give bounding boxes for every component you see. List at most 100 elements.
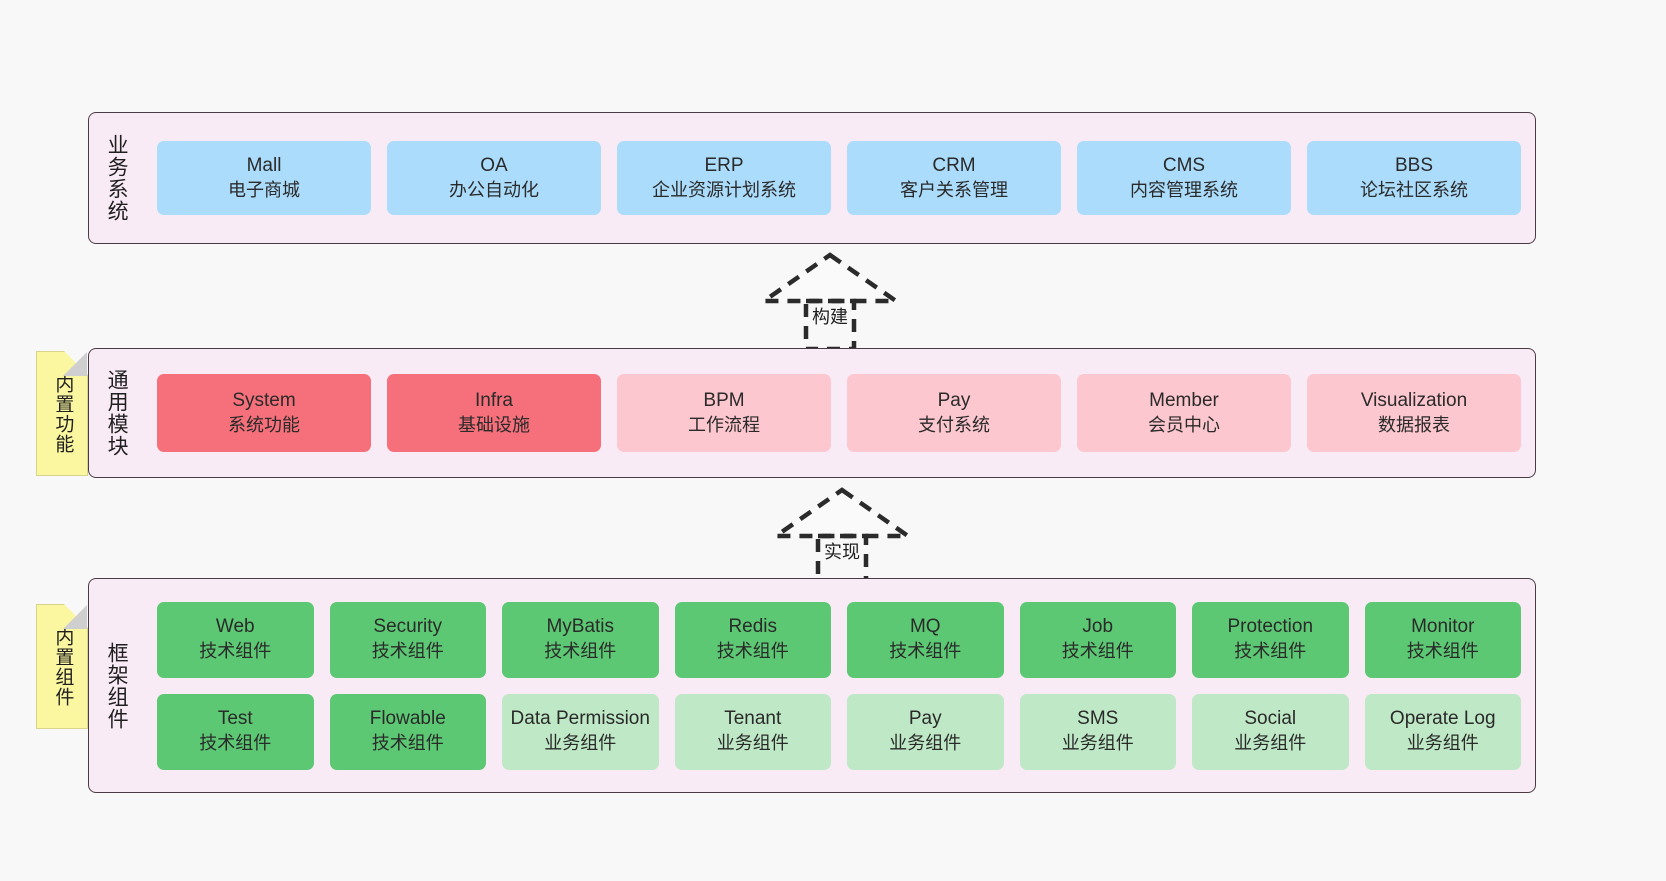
connector-build: 构建 [756,249,904,352]
node-title: MQ [909,616,941,638]
tech-component-monitor[interactable]: Monitor 技术组件 [1364,601,1521,678]
module-node-pay[interactable]: Pay 支付系统 [847,374,1061,452]
business-node-crm[interactable]: CRM 客户关系管理 [847,141,1061,215]
business-component-test[interactable]: Test 技术组件 [157,693,314,770]
connector-build-label: 构建 [812,307,848,327]
node-subtitle: 技术组件 [1234,641,1307,662]
node-subtitle: 系统功能 [228,414,300,435]
business-component-social[interactable]: Social 业务组件 [1192,693,1349,770]
node-title: Protection [1227,616,1314,638]
tech-component-protection[interactable]: Protection 技术组件 [1192,601,1349,678]
node-subtitle: 技术组件 [371,733,444,754]
node-title: Monitor [1411,616,1475,638]
tech-component-mq[interactable]: MQ 技术组件 [847,601,1004,678]
note-builtin-components: 内置组件 [36,604,88,729]
node-subtitle: 业务组件 [889,733,962,754]
layer-framework-components-title: 框架组件 [105,641,129,730]
node-subtitle: 办公自动化 [449,179,539,200]
node-title: Test [217,708,253,730]
node-subtitle: 会员中心 [1148,414,1220,435]
node-subtitle: 业务组件 [1406,733,1479,754]
node-subtitle: 业务组件 [716,733,789,754]
connector-implement-label: 实现 [824,542,860,562]
module-node-infra[interactable]: Infra 基础设施 [387,374,601,452]
node-subtitle: 技术组件 [199,641,272,662]
node-title: Social [1244,708,1297,730]
node-subtitle: 数据报表 [1378,414,1450,435]
module-node-member[interactable]: Member 会员中心 [1077,374,1291,452]
node-title: CMS [1162,154,1206,176]
realization-arrow-icon [768,487,916,587]
tech-component-job[interactable]: Job 技术组件 [1019,601,1176,678]
node-subtitle: 基础设施 [458,414,530,435]
node-subtitle: 技术组件 [716,641,789,662]
node-title: Redis [728,616,778,638]
node-title: System [232,389,296,411]
node-subtitle: 技术组件 [371,641,444,662]
layer-common-modules-title: 通用模块 [105,369,129,457]
node-title: Security [373,616,443,638]
node-subtitle: 业务组件 [1061,733,1134,754]
business-component-pay[interactable]: Pay 业务组件 [847,693,1004,770]
node-subtitle: 电子商城 [228,179,300,200]
layer-business-systems-title: 业务系统 [105,134,129,222]
node-subtitle: 技术组件 [889,641,962,662]
node-title: CRM [932,154,976,176]
business-component-flowable[interactable]: Flowable 技术组件 [329,693,486,770]
node-subtitle: 技术组件 [544,641,617,662]
node-title: Infra [474,389,514,411]
node-title: Mall [246,154,282,176]
node-subtitle: 论坛社区系统 [1360,179,1468,200]
connector-implement: 实现 [768,484,916,587]
node-title: Data Permission [510,708,650,730]
node-title: Pay [937,389,971,411]
business-node-mall[interactable]: Mall 电子商城 [157,141,371,215]
node-subtitle: 技术组件 [199,733,272,754]
node-title: Pay [908,708,942,730]
node-subtitle: 技术组件 [1406,641,1479,662]
node-title: Flowable [369,708,446,730]
node-subtitle: 业务组件 [1234,733,1307,754]
node-subtitle: 支付系统 [918,414,990,435]
module-node-system[interactable]: System 系统功能 [157,374,371,452]
realization-arrow-icon [756,252,904,352]
node-title: Visualization [1360,389,1468,411]
node-title: OA [480,154,508,176]
node-subtitle: 客户关系管理 [900,179,1008,200]
node-title: Job [1082,616,1114,638]
node-title: Web [215,616,255,638]
tech-component-redis[interactable]: Redis 技术组件 [674,601,831,678]
module-node-visualization[interactable]: Visualization 数据报表 [1307,374,1521,452]
note-builtin-functions: 内置功能 [36,351,88,476]
node-title: ERP [704,154,744,176]
node-title: Operate Log [1389,708,1496,730]
business-node-bbs[interactable]: BBS 论坛社区系统 [1307,141,1521,215]
node-subtitle: 技术组件 [1061,641,1134,662]
node-title: Member [1149,389,1219,411]
business-node-oa[interactable]: OA 办公自动化 [387,141,601,215]
tech-component-security[interactable]: Security 技术组件 [329,601,486,678]
business-component-operate-log[interactable]: Operate Log 业务组件 [1364,693,1521,770]
node-title: BBS [1394,154,1434,176]
business-component-sms[interactable]: SMS 业务组件 [1019,693,1176,770]
tech-component-web[interactable]: Web 技术组件 [157,601,314,678]
node-subtitle: 工作流程 [688,414,760,435]
node-title: SMS [1077,708,1119,730]
